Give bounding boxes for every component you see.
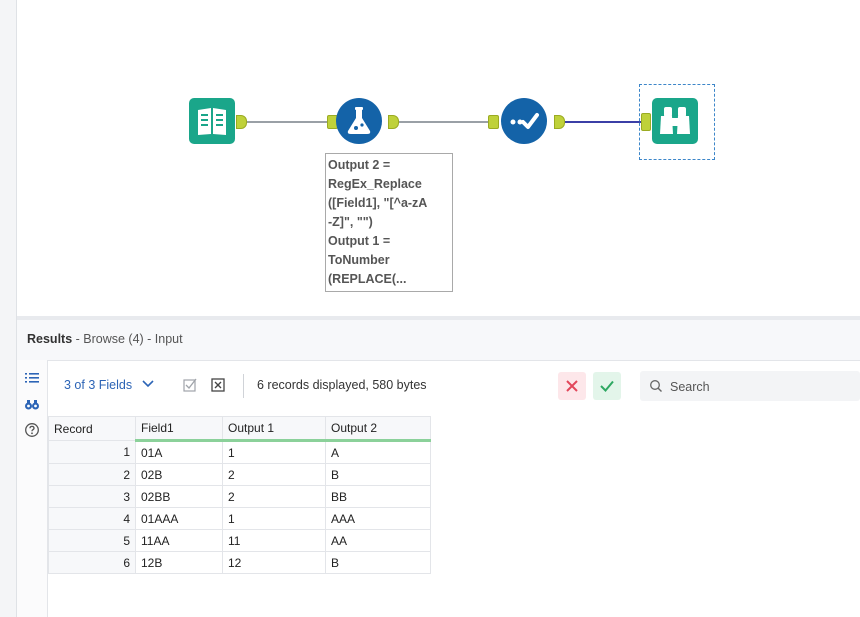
record-number: 6 [48, 551, 136, 574]
checkmark-icon [501, 98, 547, 144]
connection-input-formula[interactable] [246, 121, 332, 123]
cell-output1[interactable]: 1 [222, 507, 326, 530]
check-fields-icon[interactable] [183, 378, 197, 392]
results-sidebar [17, 360, 48, 617]
results-title-source: - Browse (4) - Input [72, 332, 183, 346]
connection-formula-select[interactable] [397, 121, 493, 123]
search-input[interactable] [668, 377, 852, 397]
fields-dropdown-label: 3 of 3 Fields [64, 378, 133, 392]
toolbar-separator [243, 374, 244, 398]
column-header-field1[interactable]: Field1 [135, 416, 223, 442]
cell-field1[interactable]: 02B [135, 463, 223, 486]
close-icon [566, 380, 578, 392]
table-row[interactable]: 2 02B 2 B [48, 463, 431, 486]
binoculars-icon [652, 98, 698, 144]
left-edge-strip [0, 0, 17, 617]
search-icon [650, 380, 662, 392]
search-box[interactable] [640, 371, 860, 401]
formula-output-anchor[interactable] [388, 115, 399, 129]
uncheck-fields-icon[interactable] [211, 378, 225, 392]
formula-tool[interactable] [336, 98, 382, 144]
cell-output2[interactable]: BB [325, 485, 431, 508]
record-number: 3 [48, 485, 136, 508]
record-number: 5 [48, 529, 136, 552]
results-toolbar: 3 of 3 Fields 6 records displayed, 580 b… [48, 368, 860, 404]
cell-output1[interactable]: 12 [222, 551, 326, 574]
cell-field1[interactable]: 02BB [135, 485, 223, 508]
cell-field1[interactable]: 12B [135, 551, 223, 574]
record-info: 6 records displayed, 580 bytes [257, 378, 427, 392]
cell-output1[interactable]: 2 [222, 485, 326, 508]
select-input-anchor[interactable] [488, 115, 499, 129]
cell-output1[interactable]: 2 [222, 463, 326, 486]
chevron-down-icon [142, 380, 154, 388]
table-row[interactable]: 3 02BB 2 BB [48, 485, 431, 508]
results-header: Results - Browse (4) - Input [17, 320, 860, 361]
column-header-output1[interactable]: Output 1 [222, 416, 326, 442]
cell-output2[interactable]: B [325, 551, 431, 574]
connection-select-browse[interactable] [565, 121, 641, 123]
results-title: Results - Browse (4) - Input [27, 332, 183, 346]
input-data-tool[interactable] [189, 98, 235, 144]
panel-divider[interactable] [17, 316, 860, 320]
column-header-record[interactable]: Record [48, 416, 136, 441]
table-row[interactable]: 4 01AAA 1 AAA [48, 507, 431, 530]
results-panel: Results - Browse (4) - Input 3 of 3 Fiel… [17, 320, 860, 617]
cell-field1[interactable]: 01A [135, 440, 223, 464]
cell-output2[interactable]: B [325, 463, 431, 486]
table-row[interactable]: 5 11AA 11 AA [48, 529, 431, 552]
cell-output1[interactable]: 11 [222, 529, 326, 552]
cancel-button[interactable] [558, 372, 586, 400]
results-title-bold: Results [27, 332, 73, 346]
help-icon[interactable] [24, 422, 40, 438]
check-icon [600, 380, 614, 392]
flask-icon [336, 98, 382, 144]
formula-annotation: Output 2 = RegEx_Replace ([Field1], "[^a… [325, 153, 453, 292]
results-table: Record Field1 Output 1 Output 2 1 01A 1 … [48, 416, 431, 574]
browse-tool[interactable] [652, 98, 698, 144]
table-row[interactable]: 1 01A 1 A [48, 440, 431, 464]
table-row[interactable]: 6 12B 12 B [48, 551, 431, 574]
record-number: 4 [48, 507, 136, 530]
cell-output2[interactable]: AA [325, 529, 431, 552]
cell-output2[interactable]: A [325, 440, 431, 464]
cell-output1[interactable]: 1 [222, 440, 326, 464]
browse-selection-frame [639, 84, 715, 160]
cell-output2[interactable]: AAA [325, 507, 431, 530]
list-icon[interactable] [24, 370, 40, 386]
book-icon [189, 98, 235, 144]
record-number: 1 [48, 440, 136, 464]
workflow-canvas[interactable]: Output 2 = RegEx_Replace ([Field1], "[^a… [17, 0, 860, 316]
browse-input-anchor[interactable] [641, 113, 651, 131]
select-tool[interactable] [501, 98, 547, 144]
select-output-anchor[interactable] [554, 115, 565, 129]
table-header-row: Record Field1 Output 1 Output 2 [48, 416, 431, 442]
cell-field1[interactable]: 01AAA [135, 507, 223, 530]
fields-dropdown[interactable]: 3 of 3 Fields [64, 378, 154, 392]
cell-field1[interactable]: 11AA [135, 529, 223, 552]
input-output-anchor[interactable] [236, 115, 247, 129]
binoculars-view-icon[interactable] [24, 396, 40, 412]
accept-button[interactable] [593, 372, 621, 400]
column-header-output2[interactable]: Output 2 [325, 416, 431, 442]
record-number: 2 [48, 463, 136, 486]
